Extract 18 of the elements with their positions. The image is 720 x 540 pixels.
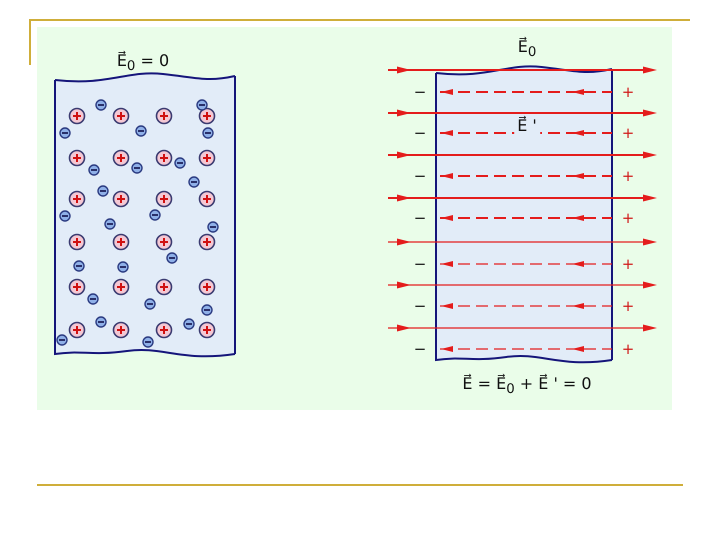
charge-sign: + — [622, 82, 634, 103]
charge-sign: − — [414, 254, 426, 275]
charge-sign: − — [414, 208, 426, 229]
charge-sign: + — [622, 166, 634, 187]
charge-sign: − — [414, 166, 426, 187]
field-label: E⃗$_{0}$ — [518, 36, 536, 62]
charge-sign: + — [622, 254, 634, 275]
charge-sign: + — [622, 123, 634, 144]
charge-sign: − — [414, 82, 426, 103]
charge-sign: + — [622, 339, 634, 360]
charge-sign: − — [414, 123, 426, 144]
equation: E⃗ = E⃗$_{0}$ + E⃗ ' = 0 — [462, 372, 592, 400]
charge-sign: + — [622, 208, 634, 229]
charge-sign: − — [414, 296, 426, 317]
field-label: E⃗ ' — [514, 115, 540, 137]
field-label: E⃗$_{0}$ = 0 — [116, 50, 170, 76]
charge-sign: − — [414, 339, 426, 360]
charge-sign: + — [622, 296, 634, 317]
